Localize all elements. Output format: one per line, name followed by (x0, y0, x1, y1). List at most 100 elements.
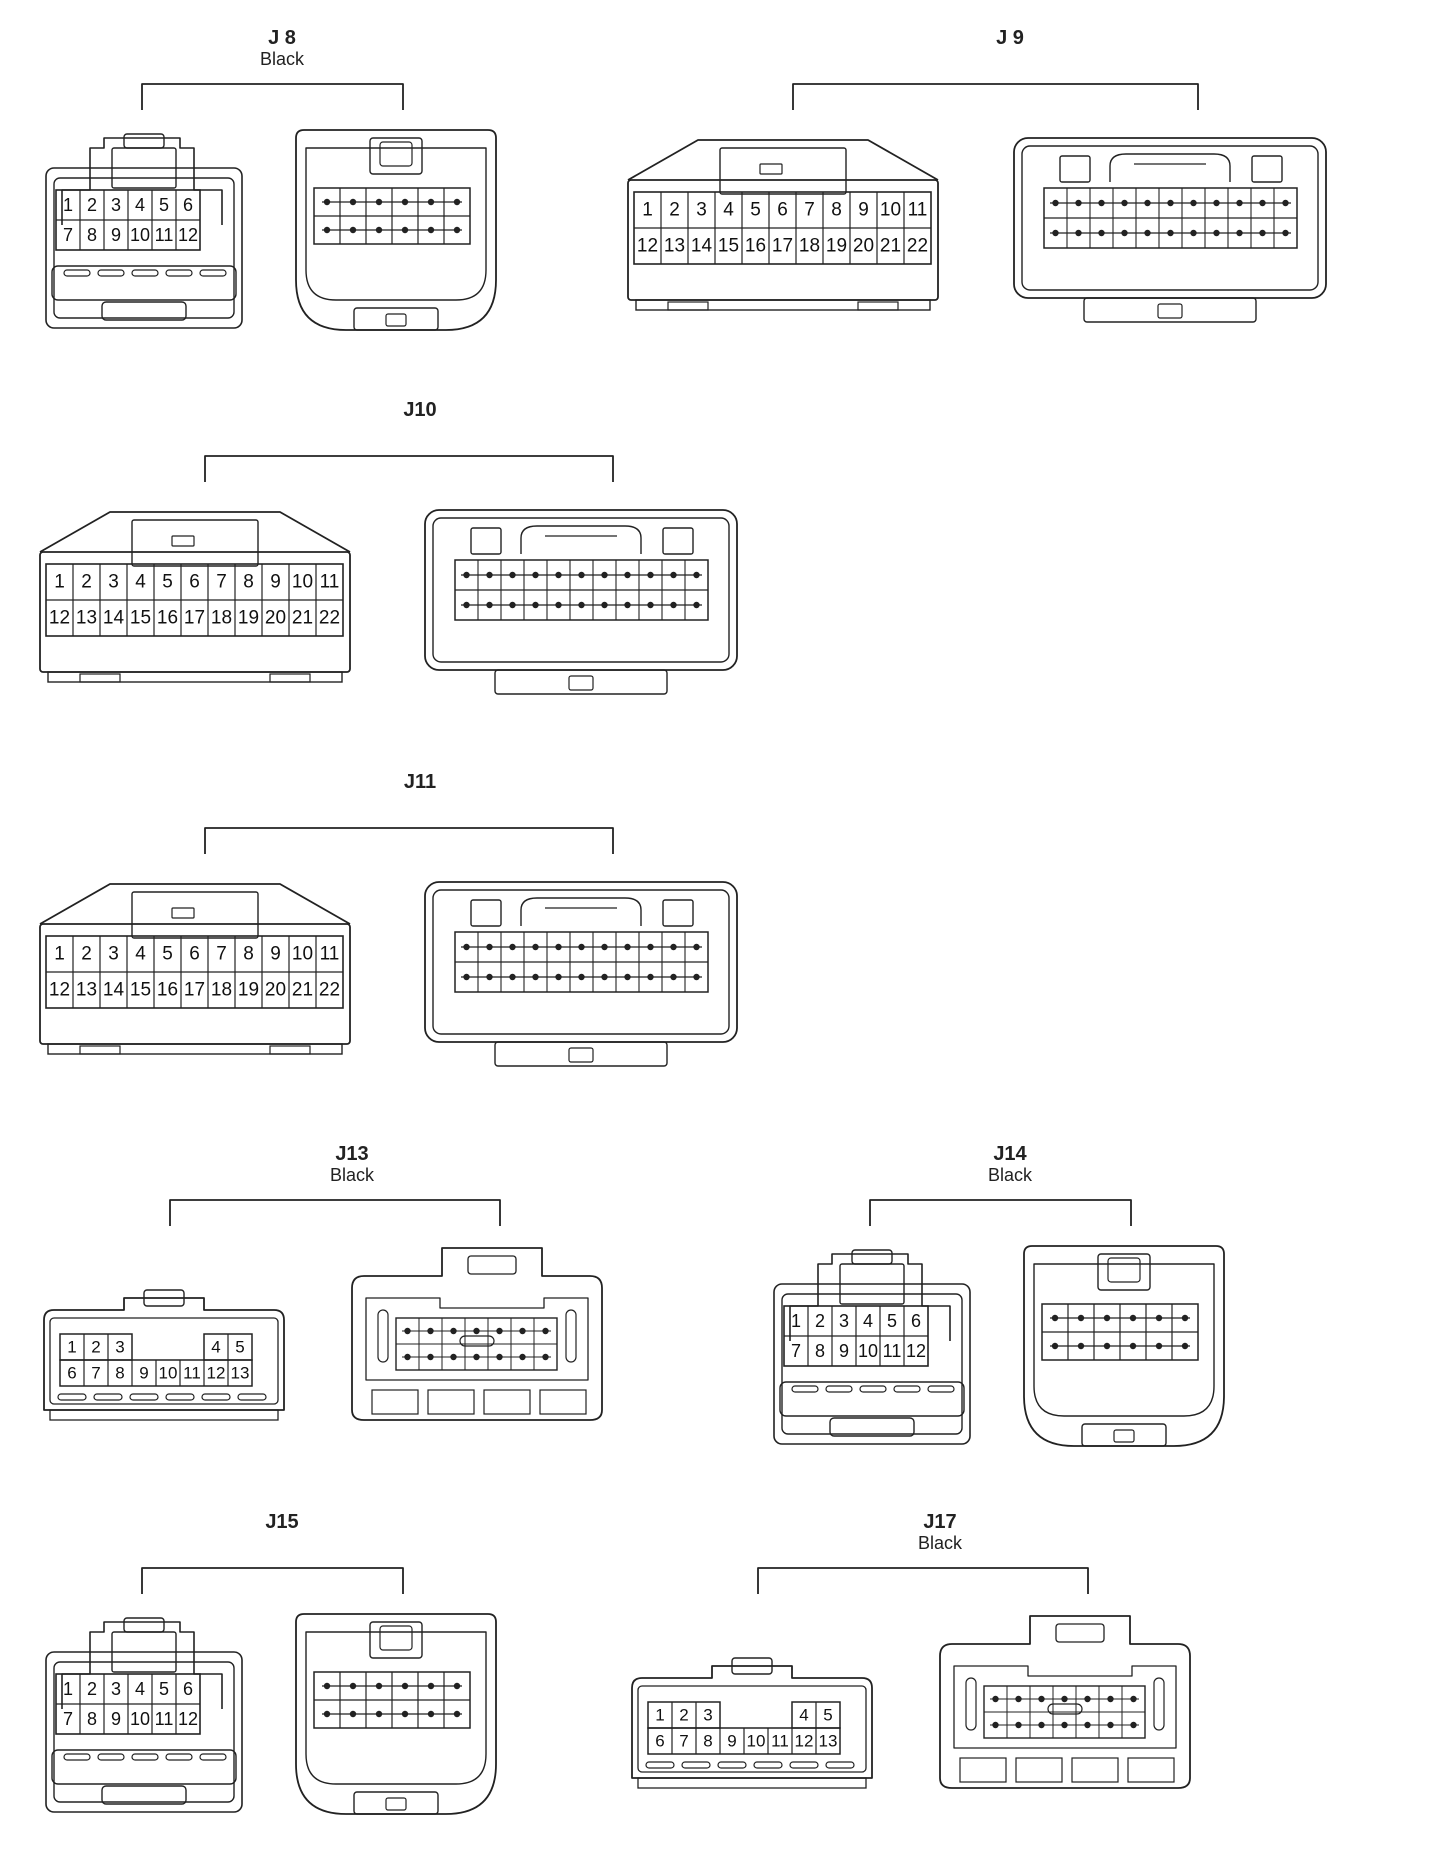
pin-number: 14 (691, 236, 713, 257)
terminal-dot (647, 943, 654, 951)
lock-slot (131, 269, 159, 277)
pin-number: 16 (157, 608, 178, 629)
latch (851, 1249, 893, 1265)
terminal-dot (427, 226, 435, 234)
terminal-dot (349, 198, 357, 206)
terminal-dot (693, 601, 700, 609)
base-block (1127, 1757, 1175, 1783)
pin-number: 8 (831, 200, 842, 221)
pin-number: 2 (669, 200, 680, 221)
connector-title: J 8 (268, 27, 296, 49)
connector-title: J15 (265, 1511, 298, 1533)
pin-number: 13 (664, 236, 685, 257)
terminal-dot (375, 1710, 383, 1718)
pin-number: 16 (157, 980, 178, 1001)
housing (631, 1665, 873, 1779)
housing-rim (51, 265, 237, 301)
base-block (1071, 1757, 1119, 1783)
terminal-dot (1015, 1721, 1022, 1729)
pin-number: 12 (906, 1341, 926, 1361)
pin-number: 11 (320, 944, 340, 965)
terminal-dot (1130, 1721, 1137, 1729)
pin-number: 9 (858, 200, 869, 221)
terminal-dot (1155, 1314, 1163, 1322)
guide-slot (662, 899, 694, 927)
lock-slot (63, 1753, 91, 1761)
pin-number: 6 (183, 195, 193, 215)
pin-number: 4 (211, 1338, 220, 1357)
pin-number: 16 (745, 236, 766, 257)
terminal-dot (1107, 1695, 1114, 1703)
terminal-dot (578, 601, 585, 609)
bracket (141, 1567, 404, 1594)
pin-number: 6 (655, 1732, 664, 1751)
terminal-dot (349, 226, 357, 234)
latch (171, 907, 195, 919)
pin-number: 22 (319, 980, 340, 1001)
latch (759, 163, 783, 175)
terminal-dot (323, 226, 331, 234)
lock-slot (63, 269, 91, 277)
pin-number: 20 (265, 980, 286, 1001)
pin-number: 3 (703, 1706, 712, 1725)
housing-base (47, 1043, 343, 1055)
terminal-dot (349, 1682, 357, 1690)
lock-slot (681, 1761, 711, 1769)
latch-tab (568, 1047, 594, 1063)
terminal-dot (1213, 199, 1220, 207)
terminal-dot (427, 198, 435, 206)
pin-number: 2 (81, 572, 92, 593)
terminal-dot (519, 1327, 526, 1335)
terminal-dot (463, 571, 470, 579)
terminal-dot (473, 1353, 480, 1361)
lock-slot (165, 1393, 195, 1401)
pin-number: 5 (750, 200, 761, 221)
latch (1055, 1623, 1105, 1643)
pin-number: 10 (880, 200, 901, 221)
pin-number: 6 (183, 1679, 193, 1699)
guide-rib (377, 1309, 389, 1363)
pin-number: 13 (819, 1732, 838, 1751)
terminal-dot (1181, 1342, 1189, 1350)
base-slot (269, 1045, 311, 1055)
base-slot (857, 301, 899, 311)
pin-number: 15 (130, 980, 151, 1001)
pin-number: 2 (91, 1338, 100, 1357)
latch-tab (1157, 303, 1183, 319)
pin-number: 4 (863, 1311, 873, 1331)
housing-foot (353, 1791, 439, 1815)
terminal-dot (1190, 229, 1197, 237)
terminal-dot (1130, 1695, 1137, 1703)
terminal-dot (463, 973, 470, 981)
housing-inner (781, 1293, 963, 1435)
housing (43, 1297, 285, 1411)
terminal-dot (427, 1327, 434, 1335)
pin-number: 18 (799, 236, 820, 257)
pin-number: 6 (777, 200, 788, 221)
terminal-dot (1052, 199, 1059, 207)
pin-number: 17 (184, 980, 205, 1001)
pin-number: 19 (826, 236, 847, 257)
terminal-dot (1155, 1342, 1163, 1350)
receptacle-housing (295, 129, 497, 331)
terminal-dot (1098, 229, 1105, 237)
terminal-dot (555, 571, 562, 579)
pin-number: 11 (771, 1732, 789, 1751)
housing-roof (627, 139, 939, 181)
bracket (757, 1567, 1089, 1594)
terminal-dot (509, 601, 516, 609)
terminal-dot (509, 571, 516, 579)
lock-slot (789, 1761, 819, 1769)
guide-slot (470, 899, 502, 927)
pin-number: 19 (238, 608, 259, 629)
housing-inner (53, 1661, 235, 1803)
pin-number: 20 (265, 608, 286, 629)
pin-number: 3 (115, 1338, 124, 1357)
pin-number: 1 (655, 1706, 664, 1725)
terminal-dot (323, 1710, 331, 1718)
pin-number: 8 (815, 1341, 825, 1361)
terminal-dot (1259, 199, 1266, 207)
terminal-dot (624, 973, 631, 981)
terminal-dot (323, 1682, 331, 1690)
terminal-dot (542, 1353, 549, 1361)
